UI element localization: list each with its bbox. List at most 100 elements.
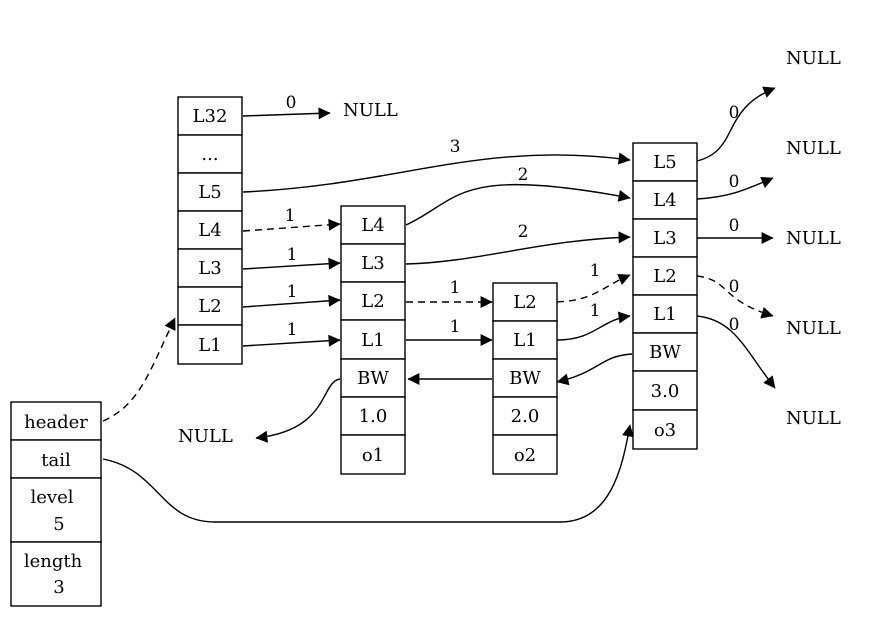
header-level-label: L4 xyxy=(198,220,221,241)
node-score: 2.0 xyxy=(511,406,540,427)
header-level-cell xyxy=(177,324,243,365)
edge-list-header xyxy=(102,317,176,422)
skiplist-node-1: L4 L3 L2 L1 BW 1.0 o1 xyxy=(340,205,406,475)
edge-label: 0 xyxy=(729,277,740,297)
null-label: NULL xyxy=(786,408,841,429)
node-backward-label: BW xyxy=(649,342,681,363)
node-obj: o2 xyxy=(514,445,536,466)
edge-label: 2 xyxy=(518,222,529,242)
edge-list-tail xyxy=(102,424,634,523)
field-header-label: header xyxy=(24,412,88,433)
node-score: 1.0 xyxy=(359,406,388,427)
edge-header-l2 xyxy=(242,294,341,308)
node-level-label: L5 xyxy=(653,152,676,173)
node-score-cell xyxy=(632,370,698,411)
edge-header-l5 xyxy=(242,152,631,193)
field-level-cell xyxy=(10,477,102,543)
edge-n2-l2 xyxy=(556,274,631,303)
node-obj-cell xyxy=(340,434,406,475)
node-level-cell xyxy=(632,180,698,220)
header-level-label: L32 xyxy=(193,106,228,127)
node-level-cell xyxy=(340,243,406,283)
node-level-label: L3 xyxy=(653,228,676,249)
node-level-cell xyxy=(492,282,558,322)
edge-label: 1 xyxy=(450,278,461,298)
edge-label: 1 xyxy=(590,261,601,281)
header-level-cell xyxy=(177,248,243,288)
skiplist-node-2: L2 L1 BW 2.0 o2 xyxy=(492,282,558,475)
node-level-label: L2 xyxy=(513,292,536,313)
edge-n1-bw xyxy=(255,378,341,443)
edge-label: 3 xyxy=(450,137,461,157)
null-label: NULL xyxy=(786,48,841,69)
edge-header-l1 xyxy=(242,334,341,347)
header-level-cell xyxy=(177,172,243,212)
null-label: NULL xyxy=(786,318,841,339)
edge-header-l3 xyxy=(242,257,341,270)
header-level-cell xyxy=(177,134,243,174)
field-length-label: length xyxy=(24,551,83,572)
node-obj: o3 xyxy=(654,420,676,441)
node-backward-label: BW xyxy=(357,368,389,389)
header-level-label: L3 xyxy=(198,258,221,279)
edge-header-l32 xyxy=(242,107,331,120)
edge-label: 0 xyxy=(729,172,740,192)
node-obj-cell xyxy=(632,409,698,450)
node-obj: o1 xyxy=(362,445,384,466)
node-level-label: L1 xyxy=(361,330,384,351)
edge-n3-l5 xyxy=(696,86,776,162)
skiplist-struct xyxy=(10,401,102,607)
node-backward-cell xyxy=(632,332,698,372)
header-level-label: L1 xyxy=(198,335,221,356)
node-obj-cell xyxy=(492,434,558,475)
edge-n1-l4 xyxy=(405,183,631,226)
node-level-label: L3 xyxy=(361,253,384,274)
field-level-value: 5 xyxy=(53,514,64,535)
node-level-label: L2 xyxy=(653,266,676,287)
edge-labels: 0 3 1 1 1 1 2 2 1 1 1 1 0 0 0 0 0 xyxy=(285,93,740,340)
edge-n2-l1 xyxy=(556,311,631,341)
header-level-cell xyxy=(177,286,243,326)
field-tail-label: tail xyxy=(41,450,71,471)
node-level-label: L4 xyxy=(361,215,384,236)
node-backward-cell xyxy=(492,358,558,398)
header-node: L32 ... L5 L4 L3 L2 L1 xyxy=(177,96,243,365)
header-level-label: L5 xyxy=(198,182,221,203)
edge-label: 0 xyxy=(729,216,740,236)
skiplist-struct-text: header tail level 5 length 3 xyxy=(24,412,88,598)
null-label: NULL xyxy=(786,138,841,159)
edge-label: 0 xyxy=(729,315,740,335)
edge-n1-l3 xyxy=(405,231,631,265)
edge-label: 1 xyxy=(285,206,296,226)
node-backward-label: BW xyxy=(509,368,541,389)
header-level-label: L2 xyxy=(198,296,221,317)
edges xyxy=(102,86,776,523)
null-label: NULL xyxy=(343,100,398,121)
header-level-label: ... xyxy=(201,144,218,165)
edge-n3-bw xyxy=(556,353,633,386)
node-level-cell xyxy=(492,320,558,360)
edge-label: 1 xyxy=(590,301,601,321)
node-score-cell xyxy=(340,396,406,436)
node-level-label: L1 xyxy=(513,330,536,351)
edge-label: 0 xyxy=(286,93,297,113)
null-labels: NULL NULL NULL NULL NULL NULL NULL xyxy=(178,48,841,447)
null-label: NULL xyxy=(786,228,841,249)
node-level-label: L2 xyxy=(361,291,384,312)
node-score: 3.0 xyxy=(651,381,680,402)
edge-header-l4 xyxy=(242,218,341,232)
edge-label: 1 xyxy=(287,320,298,340)
field-length-value: 3 xyxy=(53,577,64,598)
node-backward-cell xyxy=(340,358,406,398)
header-level-cell xyxy=(177,96,243,136)
edge-n3-l1 xyxy=(696,315,776,389)
node-score-cell xyxy=(492,396,558,436)
field-length-cell xyxy=(10,541,102,607)
edge-label: 1 xyxy=(287,282,298,302)
node-level-label: L1 xyxy=(653,304,676,325)
edge-label: 1 xyxy=(287,245,298,265)
edge-n3-l4 xyxy=(696,176,774,200)
node-level-cell xyxy=(340,205,406,245)
